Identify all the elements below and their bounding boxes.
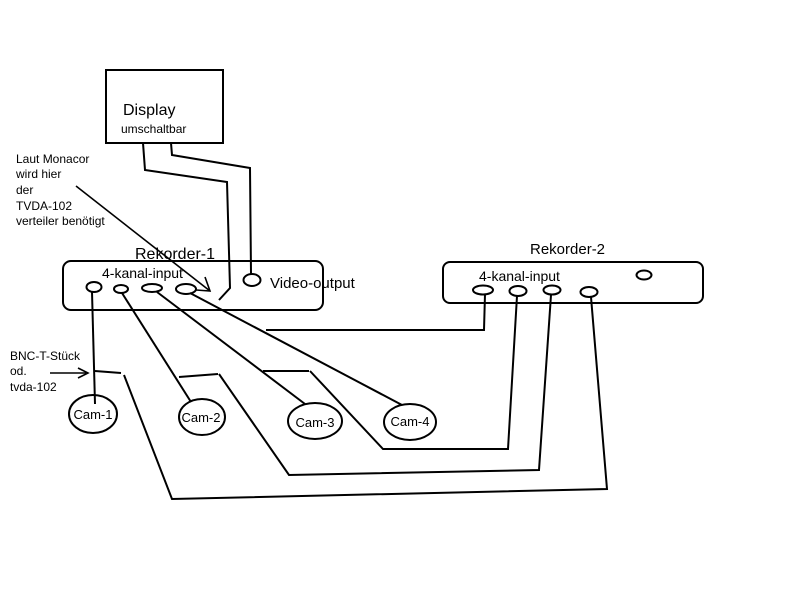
note-bnc-line: od. (10, 364, 27, 378)
camera-4-label: Cam-4 (390, 414, 429, 429)
recorder-1-input-port-2 (113, 284, 129, 294)
cable-recorder-1-to-recorder-2 (266, 293, 486, 331)
note-monacor-line: verteiler benötigt (16, 214, 105, 228)
recorder-2-input-port-1 (472, 284, 494, 296)
arrow-head-icon (195, 276, 212, 292)
cable-cam-3-to-recorder-1 (156, 291, 306, 405)
recorder-1-video-output-port (242, 273, 262, 287)
arrow-head-icon (77, 367, 90, 379)
note-monacor-line: wird hier (15, 167, 61, 181)
recorder-1-input-port-3 (141, 283, 163, 293)
camera-3-label: Cam-3 (295, 415, 334, 430)
cable-cam-1-to-recorder-1 (91, 291, 96, 405)
recorder-1-input-label: 4-kanal-input (102, 265, 183, 281)
camera-2: Cam-2 (178, 398, 226, 436)
cable-recorder-1-output-to-display (170, 142, 252, 275)
note-monacor-arrow-line (75, 185, 211, 292)
note-monacor-line: Laut Monacor (16, 152, 89, 166)
recorder-1-input-port-4 (175, 283, 197, 295)
t-piece-cam-2 (178, 373, 219, 378)
camera-3-body (287, 402, 343, 440)
recorder-2-output-port (635, 269, 653, 281)
recorder-1-title: Rekorder-1 (135, 246, 215, 263)
recorder-2-input-port-2 (508, 285, 528, 297)
camera-4-body (383, 403, 437, 441)
recorder-2: Rekorder-2 4-kanal-input (442, 241, 704, 304)
cable-cam-3-to-recorder-2 (309, 295, 518, 450)
recorder-1-input-port-1 (85, 281, 103, 293)
cable-cam-1-to-recorder-2 (123, 296, 609, 501)
note-bnc: BNC-T-Stück od. tvda-102 (10, 349, 81, 394)
recorder-2-input-label: 4-kanal-input (479, 268, 560, 284)
display-unit: Display umschaltbar (105, 69, 224, 144)
recorder-1-box (62, 260, 324, 311)
display-title: Display (123, 102, 175, 119)
camera-4: Cam-4 (383, 403, 437, 441)
note-bnc-line: tvda-102 (10, 380, 57, 394)
display-subtitle: umschaltbar (121, 122, 186, 136)
camera-3: Cam-3 (287, 402, 343, 440)
camera-1-body (68, 394, 118, 434)
camera-2-label: Cam-2 (181, 410, 220, 425)
cable-cam-2-to-recorder-1 (121, 292, 192, 403)
note-monacor: Laut Monacor wird hier der TVDA-102 vert… (15, 152, 212, 292)
note-monacor-line: TVDA-102 (16, 199, 72, 213)
cable-display-to-recorder-1-input (142, 142, 232, 301)
recorder-1: Rekorder-1 4-kanal-input Video-output (62, 246, 356, 311)
recorder-2-input-port-4 (579, 286, 599, 298)
camera-1: Cam-1 (68, 394, 118, 434)
camera-2-body (178, 398, 226, 436)
cable-cam-2-to-recorder-2 (218, 294, 552, 477)
note-bnc-line: BNC-T-Stück (10, 349, 81, 363)
recorder-2-input-port-3 (542, 284, 562, 296)
recorder-1-output-label: Video-output (270, 275, 356, 292)
cable-cam-4-to-recorder-1 (189, 292, 403, 406)
recorder-2-box (442, 261, 704, 304)
t-piece-cam-1 (94, 370, 122, 374)
note-monacor-line: der (16, 183, 33, 197)
recorder-2-title: Rekorder-2 (530, 241, 605, 258)
camera-1-label: Cam-1 (73, 407, 112, 422)
display-box (105, 69, 224, 144)
